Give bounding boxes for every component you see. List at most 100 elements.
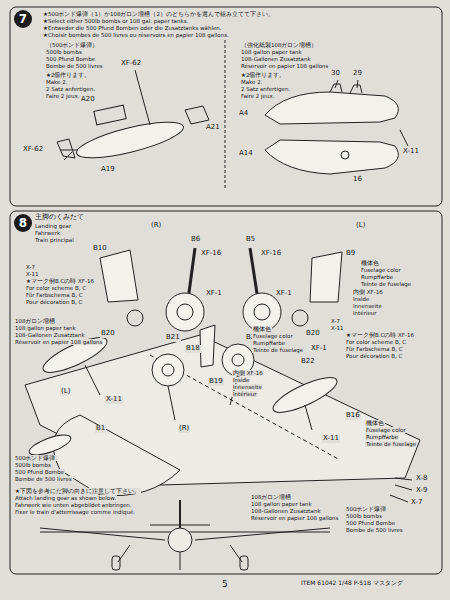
note-text: 108 gallon paper tank — [240, 49, 303, 55]
note-text: 2 Satz anfertigen. — [240, 86, 291, 92]
part-label: (L) — [60, 388, 71, 396]
note-text: 500lb bombs — [45, 49, 83, 55]
part-label: 29 — [352, 70, 363, 78]
note-text: 108 gallon paper tank — [250, 501, 313, 507]
part-label: B1 — [95, 425, 106, 433]
note-text: 機体色 — [360, 260, 380, 266]
note-text: Inside — [352, 296, 370, 302]
part-label: B9 — [345, 250, 356, 258]
note-text: Make 2. — [45, 79, 68, 85]
step-panel — [10, 7, 442, 206]
note-text: Für Farbschema B, C — [25, 292, 84, 298]
note-text: 108-Gallonen Zusatztank — [250, 508, 322, 514]
note-text: ★Entweder die 500 Pfund Bomben oder die … — [42, 25, 223, 31]
step-number-text: 7 — [19, 12, 27, 26]
note-text: Attach landing gear as shown below. — [14, 495, 117, 501]
note-text: Rumpffarbe — [360, 274, 394, 280]
note-text: X-11 — [330, 325, 344, 331]
step-number-text: 8 — [19, 216, 27, 230]
note-text: （強化紙製108ガロン増槽） — [240, 42, 319, 48]
note-text: 機体色 — [365, 420, 385, 426]
note-text: Réservoir en papier 108 gallons — [250, 515, 339, 521]
note-text: Fahrwerk — [34, 230, 61, 236]
part-label: (R) — [178, 425, 190, 433]
note-text: 500ポンド爆弾 — [14, 455, 57, 461]
note-text: ★下図を参考にだ脚の向きに注意して下さい。 — [14, 488, 141, 494]
note-text: ★Choisir bombes de 500 livres ou réservo… — [42, 32, 230, 38]
note-text: 108ガロン増槽 — [250, 494, 293, 500]
part-label: XF-16 — [260, 250, 282, 258]
drop-tank-parts — [265, 80, 408, 174]
note-text: Fuselage color — [360, 267, 402, 273]
part-label: B6 — [190, 236, 201, 244]
note-text: 内側 XF-16 — [232, 370, 264, 376]
note-text: Innenseite — [352, 303, 383, 309]
part-label: (R) — [150, 222, 162, 230]
part-label: B19 — [208, 378, 224, 386]
part-label: A20 — [80, 96, 96, 104]
note-text: 機体色 — [252, 326, 272, 332]
note-text: Teinte de fuselage — [360, 281, 412, 287]
note-text: 500 Pfund Bombe — [14, 469, 65, 475]
note-text: Train principal — [34, 237, 75, 243]
note-text: Faire 2 jeux. — [240, 93, 275, 99]
part-label: XF-1 — [205, 290, 223, 298]
note-text: ★Select either 500lb bombs or 108 gal. p… — [42, 18, 189, 24]
note-text: Intérieur — [232, 391, 258, 397]
note-text: X-11 — [25, 271, 39, 277]
part-label: X-7 — [410, 499, 423, 507]
note-text: Pour décoration B, C — [345, 353, 403, 359]
note-text: Fixer le train d'atterrissage comme indi… — [14, 509, 136, 515]
part-label: B18 — [185, 345, 201, 353]
part-label: 30 — [330, 70, 341, 78]
part-label: A14 — [238, 150, 254, 158]
note-text: Bombe de 500 livres — [45, 63, 104, 69]
note-text: 108-Gallonen Zusatztank — [240, 56, 312, 62]
part-label: X-11 — [105, 396, 123, 404]
note-text: ★マーク例B.Cの時 XF-16 — [25, 278, 95, 284]
landing-gear — [100, 248, 342, 331]
note-text: For color scheme B, C — [25, 285, 87, 291]
part-label: B20 — [100, 330, 116, 338]
note-text: Inside — [232, 377, 250, 383]
note-text: For color scheme B, C — [345, 339, 407, 345]
note-text: Pour décoration B, C — [25, 299, 83, 305]
note-text: Réservoir en papier 108 gallons — [240, 63, 329, 69]
note-text: 内側 XF-16 — [352, 289, 384, 295]
note-text: Fahrwerk wie unten abgebildet anbringen. — [14, 502, 133, 508]
note-text: 108ガロン増槽 — [14, 318, 57, 324]
note-text: 500 Pfund Bombe — [45, 56, 96, 62]
note-text: Faire 2 jeux. — [45, 93, 80, 99]
part-label: B21 — [165, 334, 181, 342]
part-label: B10 — [92, 245, 108, 253]
step-number: 7 — [14, 10, 32, 28]
note-text: 2 Satz anfertigen. — [45, 86, 96, 92]
part-label: B5 — [245, 236, 256, 244]
bomb-parts — [57, 70, 209, 165]
note-text: Fuselage color — [252, 333, 294, 339]
step-panel — [10, 211, 442, 574]
part-label: XF-62 — [120, 60, 142, 68]
part-label: (L) — [355, 222, 366, 230]
note-text: Für Farbschema B, C — [345, 346, 404, 352]
note-text: ★2個作ります。 — [45, 72, 91, 78]
note-text: （500ポンド爆弾） — [45, 42, 100, 48]
note-text: ★マーク例B.Cの時 XF-16 — [345, 332, 415, 338]
part-label: XF-62 — [22, 146, 44, 154]
note-text: Bombe de 500 livres — [14, 476, 73, 482]
part-label: XF-1 — [275, 290, 293, 298]
note-text: ITEM 61042 1/48 P-51B マスタング — [300, 580, 404, 587]
part-label: A4 — [238, 110, 249, 118]
note-text: Teinte de fuselage — [365, 441, 417, 447]
part-label: A19 — [100, 166, 116, 174]
part-label: 16 — [352, 176, 363, 184]
part-label: 主脚のくみたて — [34, 214, 85, 222]
note-text: 500 Pfund Bombe — [345, 520, 396, 526]
note-text: 108-Gallonen Zusatztank — [14, 332, 86, 338]
note-text: Landing gear — [34, 223, 72, 229]
part-label: B22 — [300, 358, 316, 366]
part-label: X-11 — [402, 148, 420, 156]
note-text: 500ポンド爆弾 — [345, 506, 388, 512]
part-label: X-11 — [322, 435, 340, 443]
step-number: 8 — [14, 214, 32, 232]
